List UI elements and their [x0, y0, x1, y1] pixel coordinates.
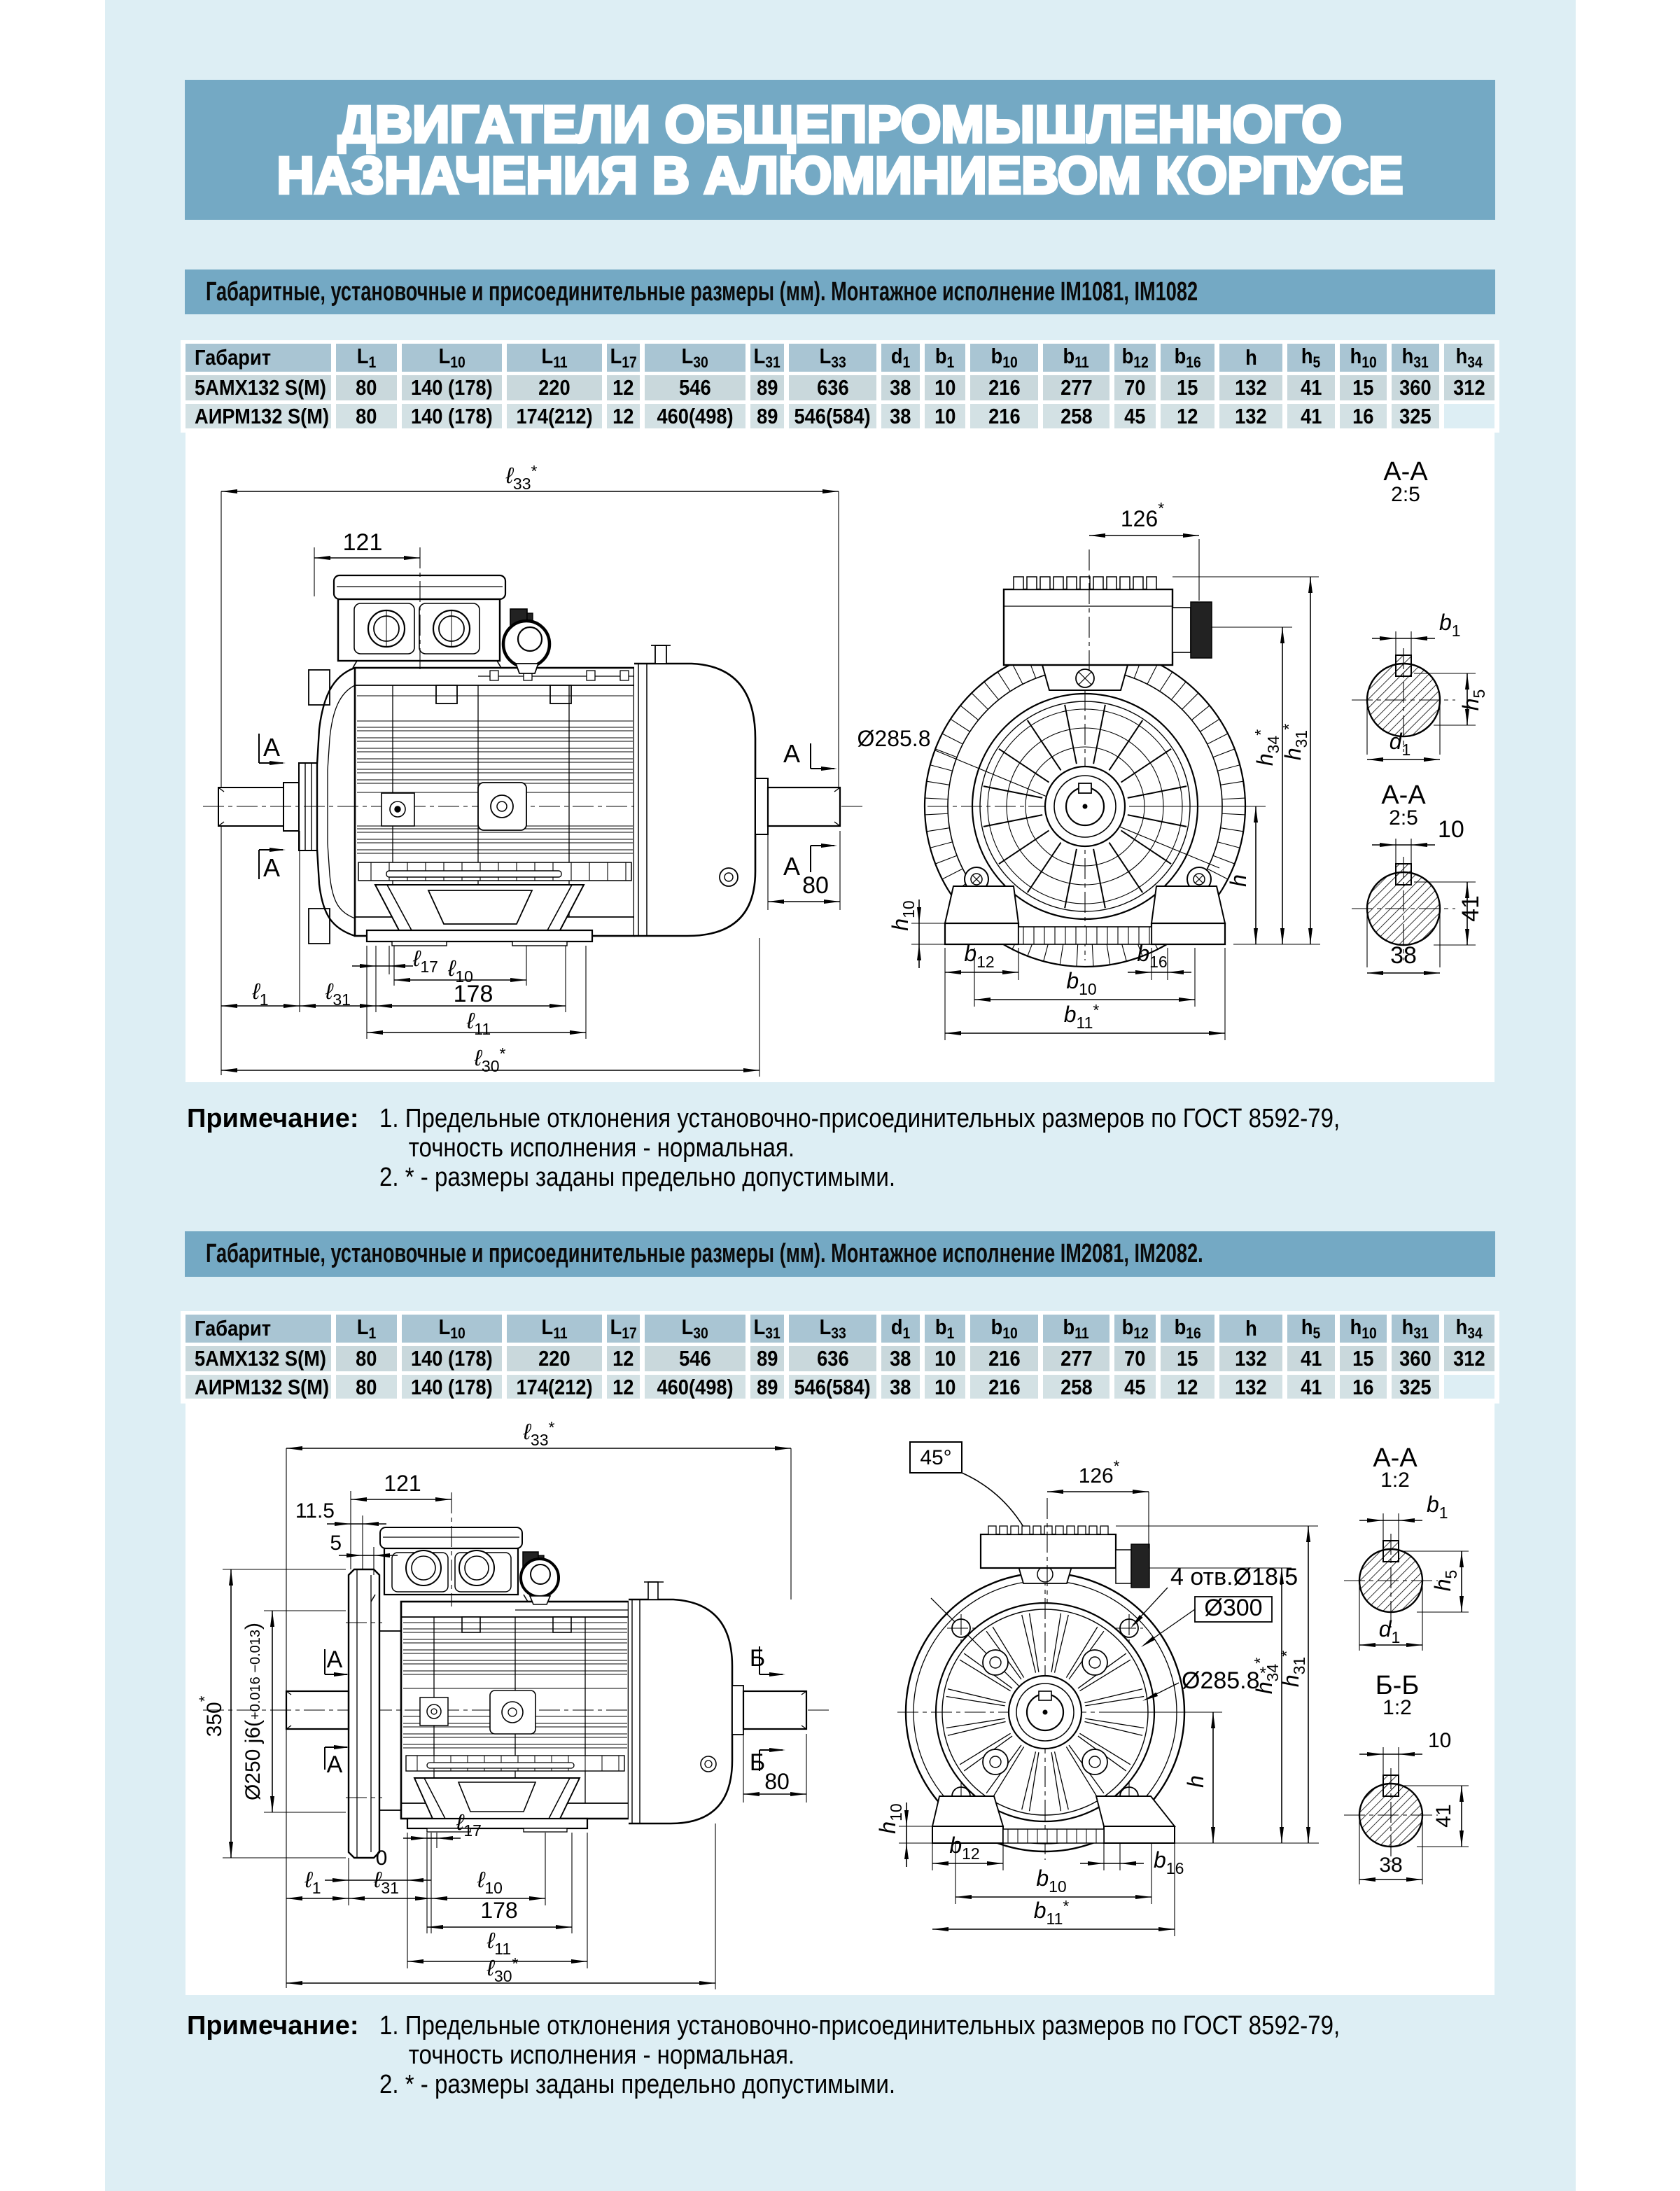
- svg-text:A: A: [327, 1751, 343, 1778]
- svg-text:10: 10: [1438, 816, 1464, 843]
- svg-text:ℓ10: ℓ10: [447, 955, 473, 986]
- svg-text:11.5: 11.5: [295, 1499, 335, 1522]
- svg-text:b10: b10: [1036, 1865, 1066, 1896]
- svg-text:b16: b16: [1154, 1847, 1184, 1877]
- svg-text:h10: h10: [888, 900, 918, 930]
- svg-text:b12: b12: [964, 941, 994, 971]
- svg-text:A: A: [263, 853, 280, 882]
- svg-text:ℓ33*: ℓ33*: [523, 1418, 555, 1449]
- svg-text:ℓ1: ℓ1: [251, 979, 268, 1009]
- svg-text:38: 38: [1390, 942, 1417, 969]
- svg-text:ℓ30*: ℓ30*: [474, 1044, 506, 1075]
- svg-text:45°: 45°: [920, 1446, 951, 1469]
- svg-text:A: A: [263, 733, 280, 762]
- svg-text:ℓ11: ℓ11: [466, 1008, 491, 1038]
- svg-text:Ø285.8*: Ø285.8*: [1182, 1664, 1266, 1694]
- svg-text:b11*: b11*: [1034, 1897, 1070, 1928]
- svg-text:Б: Б: [750, 1749, 765, 1776]
- svg-text:Ø300: Ø300: [1204, 1595, 1262, 1621]
- svg-text:80: 80: [802, 872, 829, 899]
- svg-text:38: 38: [1379, 1854, 1402, 1877]
- svg-text:h: h: [1183, 1775, 1208, 1788]
- svg-text:b11*: b11*: [1064, 1001, 1100, 1032]
- svg-text:126*: 126*: [1079, 1457, 1120, 1488]
- svg-text:80: 80: [764, 1769, 790, 1794]
- svg-text:ℓ33*: ℓ33*: [505, 462, 538, 493]
- svg-text:b1: b1: [1439, 610, 1461, 640]
- svg-text:121: 121: [384, 1471, 421, 1496]
- svg-text:350*: 350*: [196, 1695, 226, 1737]
- svg-text:b12: b12: [949, 1833, 979, 1863]
- svg-text:121: 121: [343, 529, 383, 556]
- svg-text:A-A: A-A: [1373, 1443, 1418, 1473]
- svg-text:Ø285.8: Ø285.8: [858, 726, 931, 751]
- svg-text:2:5: 2:5: [1389, 806, 1418, 830]
- svg-text:178: 178: [480, 1898, 517, 1923]
- svg-text:b1: b1: [1427, 1492, 1448, 1522]
- svg-text:h: h: [1226, 874, 1251, 887]
- svg-text:h5: h5: [1458, 690, 1488, 711]
- svg-text:b16: b16: [1137, 941, 1167, 971]
- svg-text:41: 41: [1457, 895, 1484, 922]
- svg-text:h5: h5: [1430, 1570, 1460, 1592]
- svg-text:126*: 126*: [1121, 499, 1164, 531]
- svg-text:ℓ17: ℓ17: [412, 946, 438, 976]
- svg-text:h10: h10: [875, 1803, 905, 1833]
- svg-text:h34*: h34*: [1251, 1658, 1282, 1694]
- svg-text:A: A: [783, 852, 800, 881]
- svg-text:h31*: h31*: [1278, 1651, 1308, 1687]
- svg-text:b10: b10: [1066, 968, 1096, 998]
- svg-text:10: 10: [1428, 1729, 1451, 1752]
- svg-text:ℓ30*: ℓ30*: [486, 1954, 519, 1985]
- svg-text:h31*: h31*: [1280, 724, 1310, 760]
- svg-text:ℓ11: ℓ11: [486, 1928, 511, 1958]
- svg-text:d1: d1: [1379, 1616, 1401, 1646]
- svg-text:A: A: [783, 739, 800, 768]
- svg-text:h34*: h34*: [1252, 729, 1282, 766]
- svg-text:1:2: 1:2: [1380, 1469, 1410, 1492]
- svg-text:2:5: 2:5: [1391, 483, 1420, 506]
- svg-text:41: 41: [1432, 1804, 1455, 1827]
- svg-text:ℓ31: ℓ31: [325, 979, 351, 1009]
- svg-text:Ø250 j6(+0.016 −0.013): Ø250 j6(+0.016 −0.013): [241, 1623, 265, 1800]
- svg-text:0: 0: [376, 1847, 388, 1870]
- svg-text:A: A: [327, 1646, 343, 1673]
- svg-text:ℓ1: ℓ1: [304, 1867, 321, 1897]
- svg-text:ℓ10: ℓ10: [477, 1867, 503, 1897]
- svg-text:Б: Б: [750, 1645, 765, 1672]
- svg-text:ℓ31: ℓ31: [373, 1867, 399, 1897]
- svg-text:1:2: 1:2: [1382, 1696, 1412, 1719]
- svg-text:A-A: A-A: [1381, 780, 1426, 810]
- svg-text:A-A: A-A: [1383, 457, 1428, 486]
- svg-text:ℓ17: ℓ17: [456, 1809, 482, 1840]
- svg-text:d1: d1: [1390, 729, 1411, 759]
- svg-text:178: 178: [454, 981, 493, 1007]
- svg-text:5: 5: [330, 1532, 342, 1555]
- svg-text:Б-Б: Б-Б: [1376, 1671, 1420, 1700]
